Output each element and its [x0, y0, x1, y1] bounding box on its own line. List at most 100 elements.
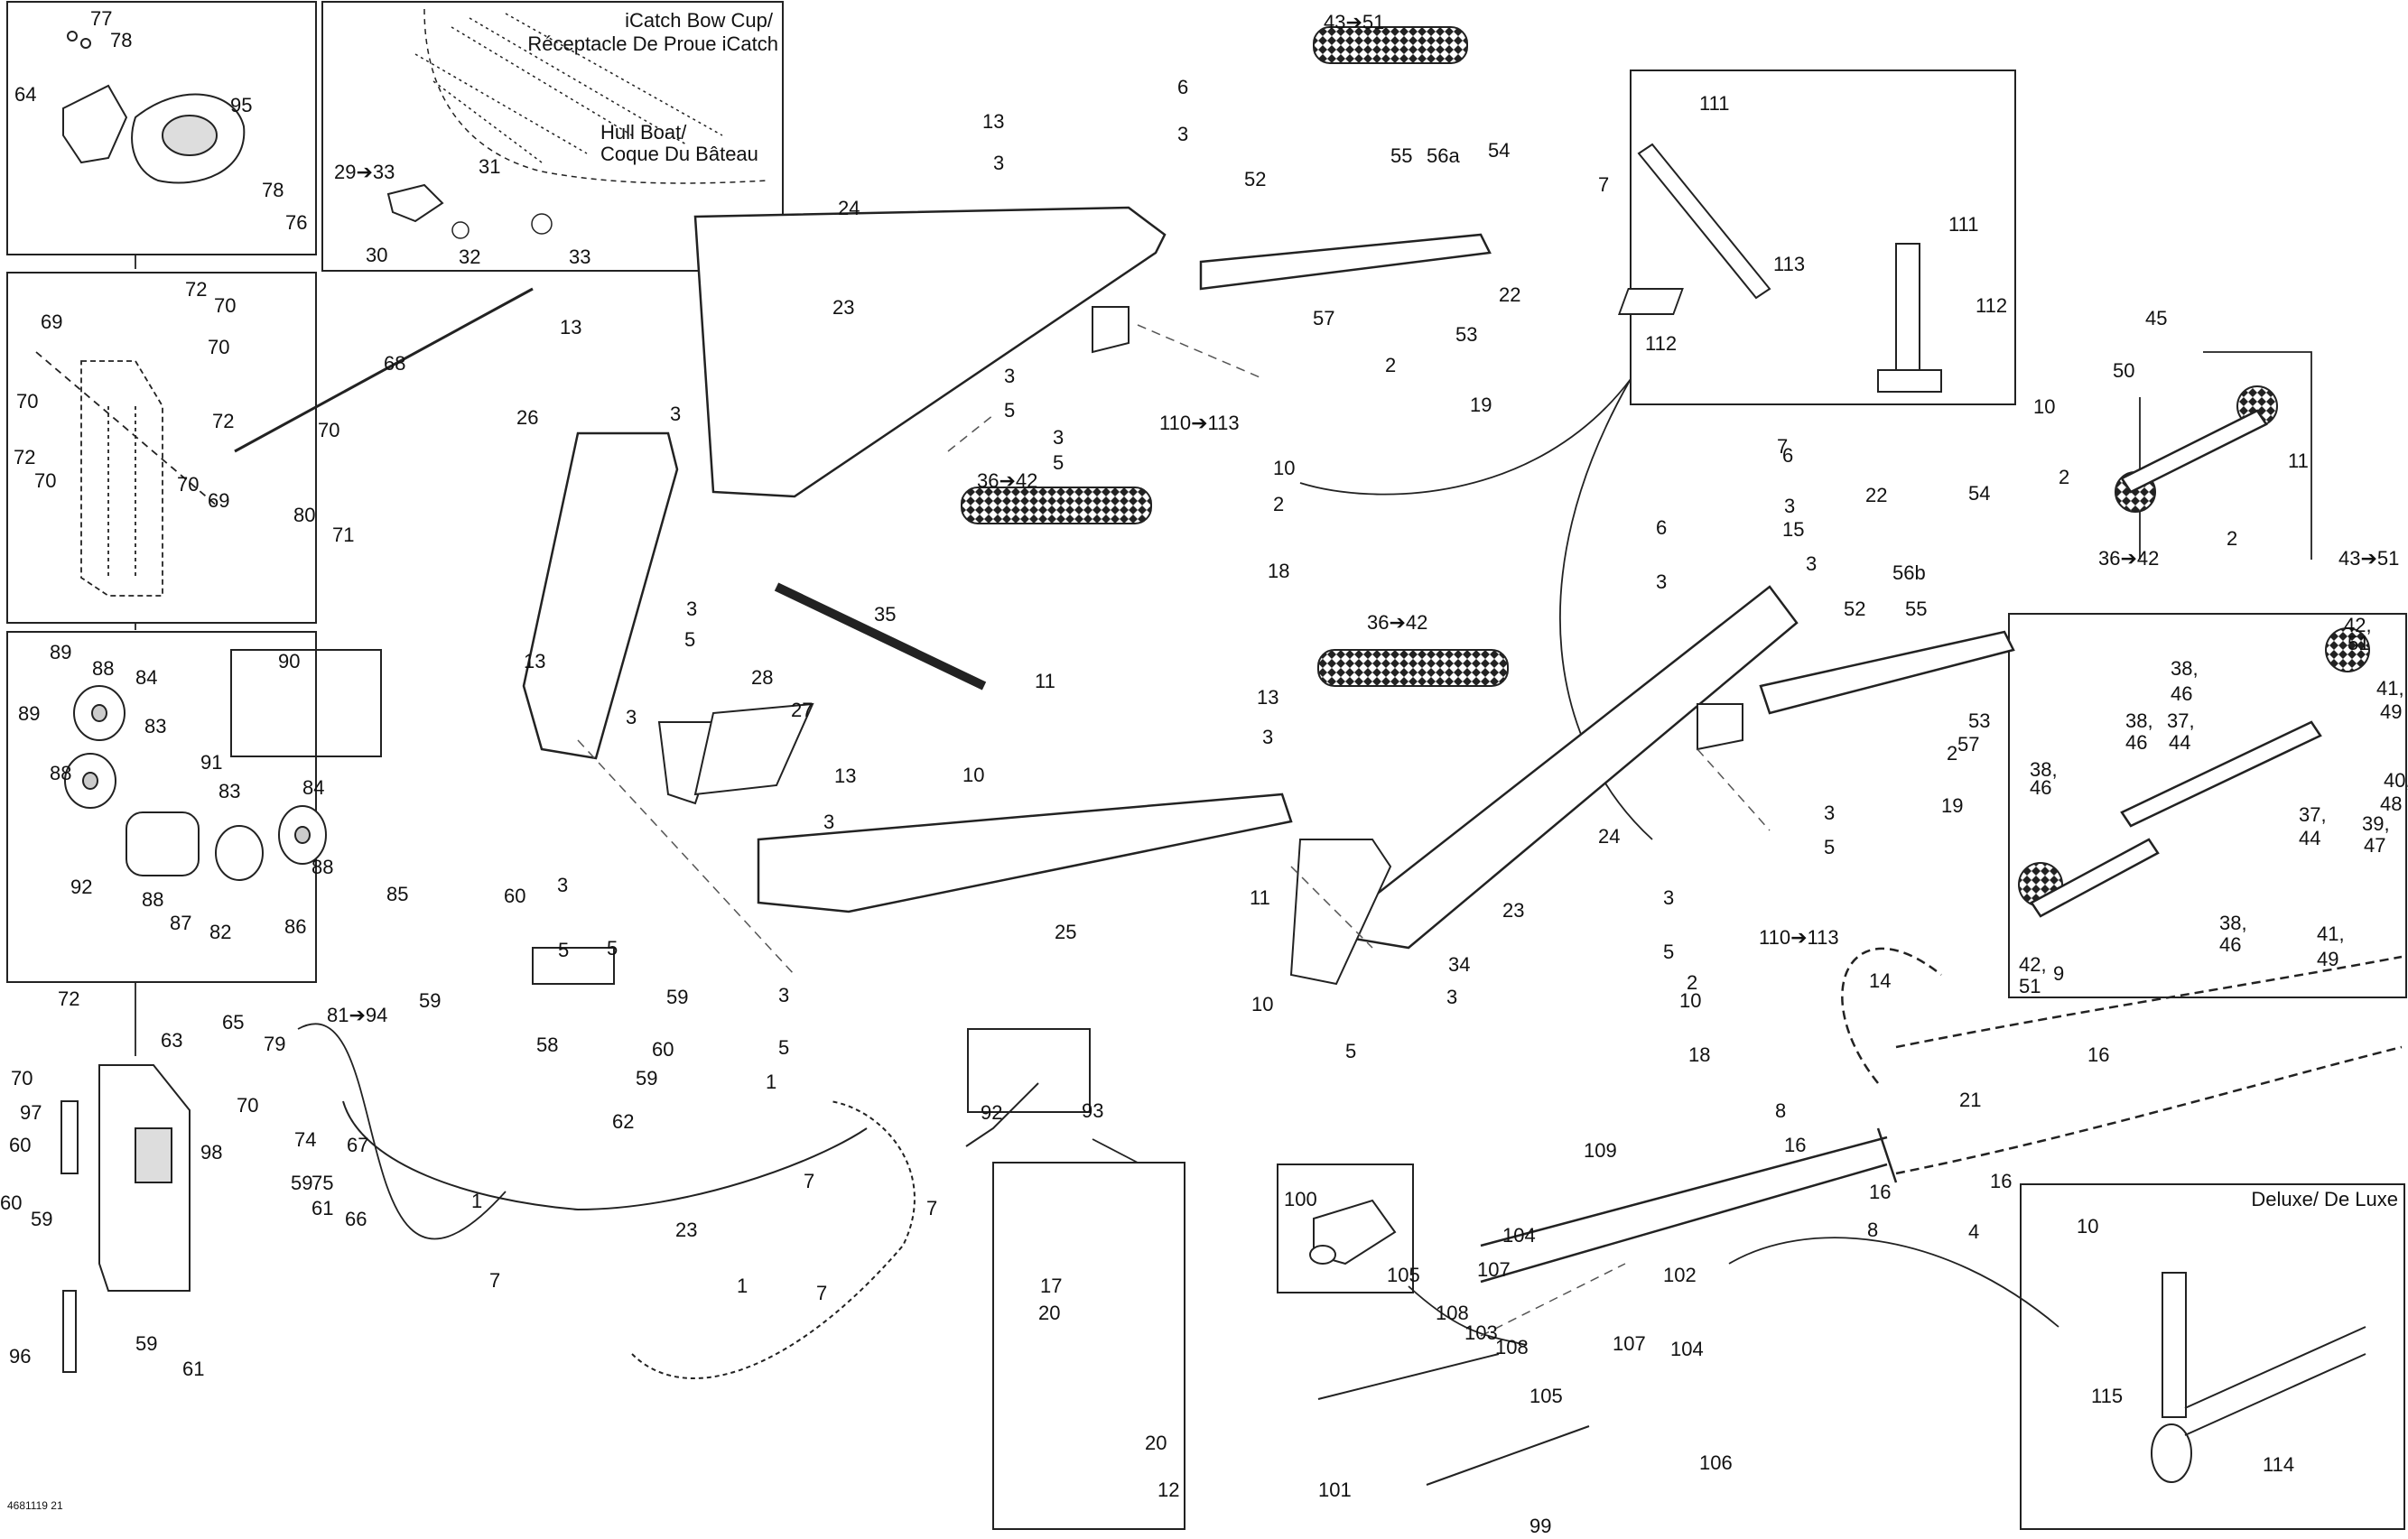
callout-c100: 100 [1284, 1188, 1317, 1210]
callout-c2c: 2 [1947, 742, 1957, 765]
left-upper-bunk [693, 206, 1167, 498]
winch-pulley-hub [82, 772, 98, 790]
callout-c18a: 18 [1268, 560, 1289, 582]
callout-c10c: 10 [1679, 989, 1701, 1012]
callout-c59f: 59 [636, 1067, 657, 1089]
callout-c40: 40, [2384, 769, 2408, 792]
callout-c7e: 7 [489, 1269, 500, 1292]
callout-c46b: 46 [2125, 731, 2147, 754]
callout-c60a: 60 [9, 1134, 31, 1156]
callout-c92b: 92 [981, 1101, 1002, 1124]
callout-c5h: 5 [1663, 941, 1674, 963]
callout-c70h: 70 [237, 1094, 258, 1117]
hull-outline [423, 8, 768, 184]
winch-stand-plate [60, 1100, 79, 1174]
callout-c28: 28 [751, 666, 773, 689]
callout-c20b: 20 [1145, 1432, 1167, 1454]
callout-c10d: 10 [1251, 993, 1273, 1015]
callout-c59e: 59 [666, 986, 688, 1008]
callout-c63: 63 [161, 1029, 182, 1052]
callout-c3b: 3 [1177, 123, 1188, 145]
callout-c3d: 3 [1053, 426, 1064, 449]
hull-label-en: Hull Boat/ [600, 121, 687, 144]
callout-c44b: 44 [2299, 827, 2320, 849]
frame-rail-outline [1895, 955, 2403, 1049]
u-bolt-plate [532, 947, 615, 985]
callout-c6c: 6 [1656, 516, 1667, 539]
callout-c70f: 70 [318, 419, 339, 441]
callout-c27: 27 [791, 699, 813, 721]
bow-stop-bolt [67, 31, 78, 42]
winch-post-centerline [35, 351, 218, 506]
callout-c3n: 3 [1806, 552, 1817, 575]
deluxe-leader [1728, 1237, 2059, 1328]
callout-c8b: 8 [1867, 1219, 1878, 1241]
guide-post-base [1617, 288, 1684, 315]
right-lower-bunk [1353, 585, 1799, 950]
callout-c3m: 3 [1656, 570, 1667, 593]
inset-icatch-frame [321, 1, 784, 272]
callout-c14: 14 [1869, 969, 1891, 992]
callout-c13c: 13 [524, 650, 545, 672]
jack-frame-rails [2184, 1326, 2366, 1436]
callout-c38c: 38, [2030, 758, 2058, 781]
assembly-guide [1697, 748, 1771, 831]
roller-arm-detail [2120, 720, 2322, 828]
callout-c5c: 5 [684, 628, 695, 651]
callout-c3f: 3 [686, 598, 697, 620]
bunk-bracket [1092, 306, 1130, 354]
callout-c20a: 20 [1038, 1302, 1060, 1324]
callout-c46c: 46 [2030, 776, 2051, 799]
cable-loop [297, 1023, 507, 1240]
callout-c66: 66 [345, 1208, 367, 1230]
callout-c3l: 3 [1784, 495, 1795, 517]
roller-assembly-middle [1317, 649, 1509, 687]
bunk-support [1289, 839, 1392, 986]
callout-c38d: 38, [2219, 912, 2247, 934]
guide-post-leader [1299, 378, 1632, 496]
left-side-rail [1199, 233, 1492, 291]
callout-c88c: 88 [311, 856, 333, 878]
callout-c10e: 10 [2033, 395, 2055, 418]
callout-c37b: 37, [2299, 803, 2327, 826]
callout-c58: 58 [536, 1034, 558, 1056]
callout-c104b: 104 [1670, 1338, 1704, 1360]
callout-c3q: 3 [1446, 986, 1457, 1008]
callout-c69a: 69 [41, 311, 62, 333]
callout-c2d: 2 [1687, 971, 1697, 994]
inset-harness-frame [992, 1162, 1185, 1530]
callout-c24a: 24 [838, 197, 860, 219]
tongue-bracket [1876, 1127, 1898, 1183]
assembly-guide [1137, 324, 1265, 380]
callout-c56b: 56b [1892, 561, 1926, 584]
winch-post-plate [80, 360, 163, 597]
callout-c106: 106 [1699, 1451, 1733, 1474]
callout-c70e: 70 [177, 473, 199, 496]
roller-assembly-left [961, 487, 1152, 524]
callout-c64: 64 [14, 83, 36, 106]
callout-c34: 34 [1448, 953, 1470, 976]
inset-deluxe-frame [2020, 1183, 2405, 1530]
callout-c78a: 78 [110, 29, 132, 51]
callout-c110a: 110➔113 [1159, 412, 1240, 434]
icatch-cup [386, 183, 444, 223]
cross-tube [774, 582, 987, 691]
callout-c38b: 38, [2125, 709, 2153, 732]
callout-c70b: 70 [208, 336, 229, 358]
harness-plug-wire [965, 1082, 1039, 1147]
callout-c68: 68 [384, 352, 405, 375]
callout-c4: 4 [1968, 1220, 1979, 1243]
inset-winch-frame [6, 631, 317, 983]
callout-c5g: 5 [1824, 836, 1835, 858]
callout-c3k: 3 [778, 984, 789, 1006]
callout-c13d: 13 [1257, 686, 1278, 709]
callout-c56a: 56a [1427, 144, 1460, 167]
bow-stop-bracket [62, 84, 128, 164]
callout-c16c: 16 [1990, 1170, 2012, 1192]
winch-stand-window [135, 1127, 172, 1183]
callout-c13a: 13 [982, 110, 1004, 133]
callout-c69b: 69 [208, 489, 229, 512]
callout-c30: 30 [366, 244, 387, 266]
callout-c6b: 6 [1782, 444, 1793, 467]
callout-c101: 101 [1318, 1479, 1352, 1501]
